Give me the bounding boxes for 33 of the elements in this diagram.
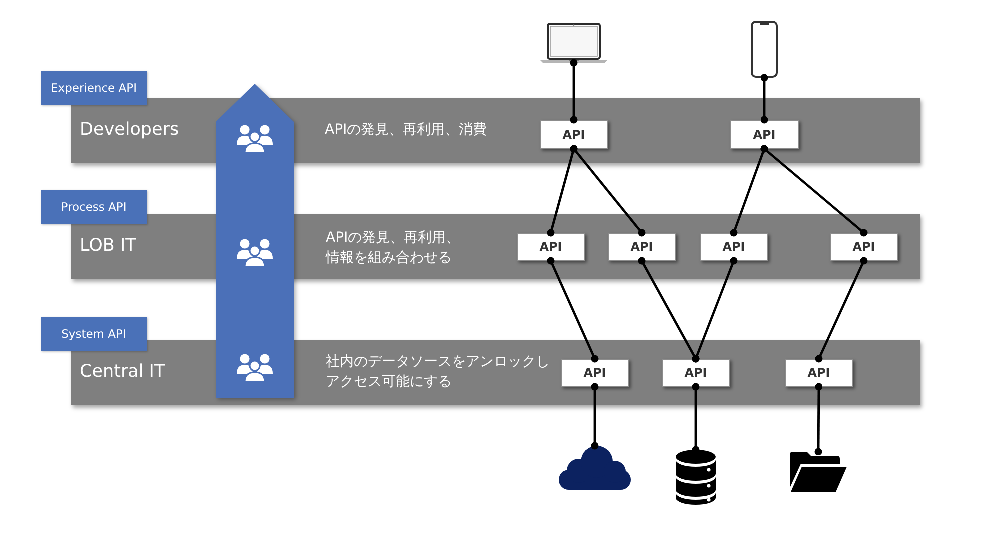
database-icon xyxy=(676,450,716,505)
connector-line xyxy=(570,145,646,237)
api-box: API xyxy=(830,233,898,261)
connector-line xyxy=(570,59,578,124)
api-box: API xyxy=(540,120,608,149)
api-box: API xyxy=(785,359,853,387)
laptop-icon xyxy=(540,23,608,63)
connector-line xyxy=(591,383,599,450)
api-box: API xyxy=(561,359,629,387)
layer-tag: Process API xyxy=(41,190,147,224)
connector-line xyxy=(815,257,868,363)
connector-line xyxy=(692,257,738,363)
connector-line xyxy=(547,257,599,363)
layer-title: Developers xyxy=(80,119,180,141)
api-box: API xyxy=(517,233,585,261)
layer-title: LOB IT xyxy=(80,235,136,257)
layer-title: Central IT xyxy=(80,361,166,383)
layer-band xyxy=(71,98,920,163)
api-box: API xyxy=(700,233,768,261)
description-text: 社内のデータソースをアンロックしアクセス可能にする xyxy=(326,353,551,392)
connector-line xyxy=(814,383,823,456)
layer-tag: System API xyxy=(41,317,147,351)
api-box: API xyxy=(730,120,799,149)
connector-line xyxy=(760,145,868,237)
description-text: APIの発見、再利用、情報を組み合わせる xyxy=(326,229,462,268)
folder-icon xyxy=(790,452,847,492)
phone-icon xyxy=(751,21,778,78)
layer-tag: Experience API xyxy=(41,71,147,105)
cloud-icon xyxy=(559,446,631,490)
description-text: APIの発見、再利用、消費 xyxy=(325,121,488,140)
connector-line xyxy=(760,74,768,124)
api-box: API xyxy=(608,233,676,261)
api-box: API xyxy=(662,359,730,387)
